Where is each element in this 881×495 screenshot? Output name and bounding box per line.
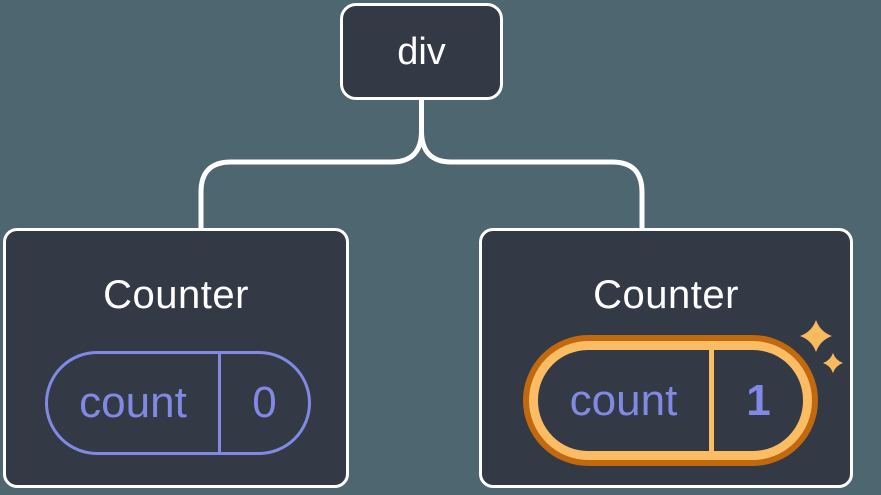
state-pill-highlighted: count 1 bbox=[523, 335, 818, 466]
state-pill: count 0 bbox=[45, 351, 311, 455]
state-value: 0 bbox=[218, 354, 308, 452]
state-label: count bbox=[538, 350, 709, 451]
component-title: Counter bbox=[593, 273, 739, 317]
connector-branch-left bbox=[198, 130, 424, 229]
component-title: Counter bbox=[103, 273, 249, 317]
highlight-ring: count 1 bbox=[538, 350, 803, 451]
component-card-counter-1: Counter count 0 bbox=[3, 228, 349, 488]
connector-branch-right bbox=[419, 130, 645, 229]
state-label: count bbox=[79, 378, 187, 427]
root-node: div bbox=[340, 3, 503, 100]
state-value: 1 bbox=[714, 350, 803, 451]
component-card-counter-2: Counter count 1 bbox=[479, 228, 853, 488]
root-node-label: div bbox=[397, 30, 446, 73]
